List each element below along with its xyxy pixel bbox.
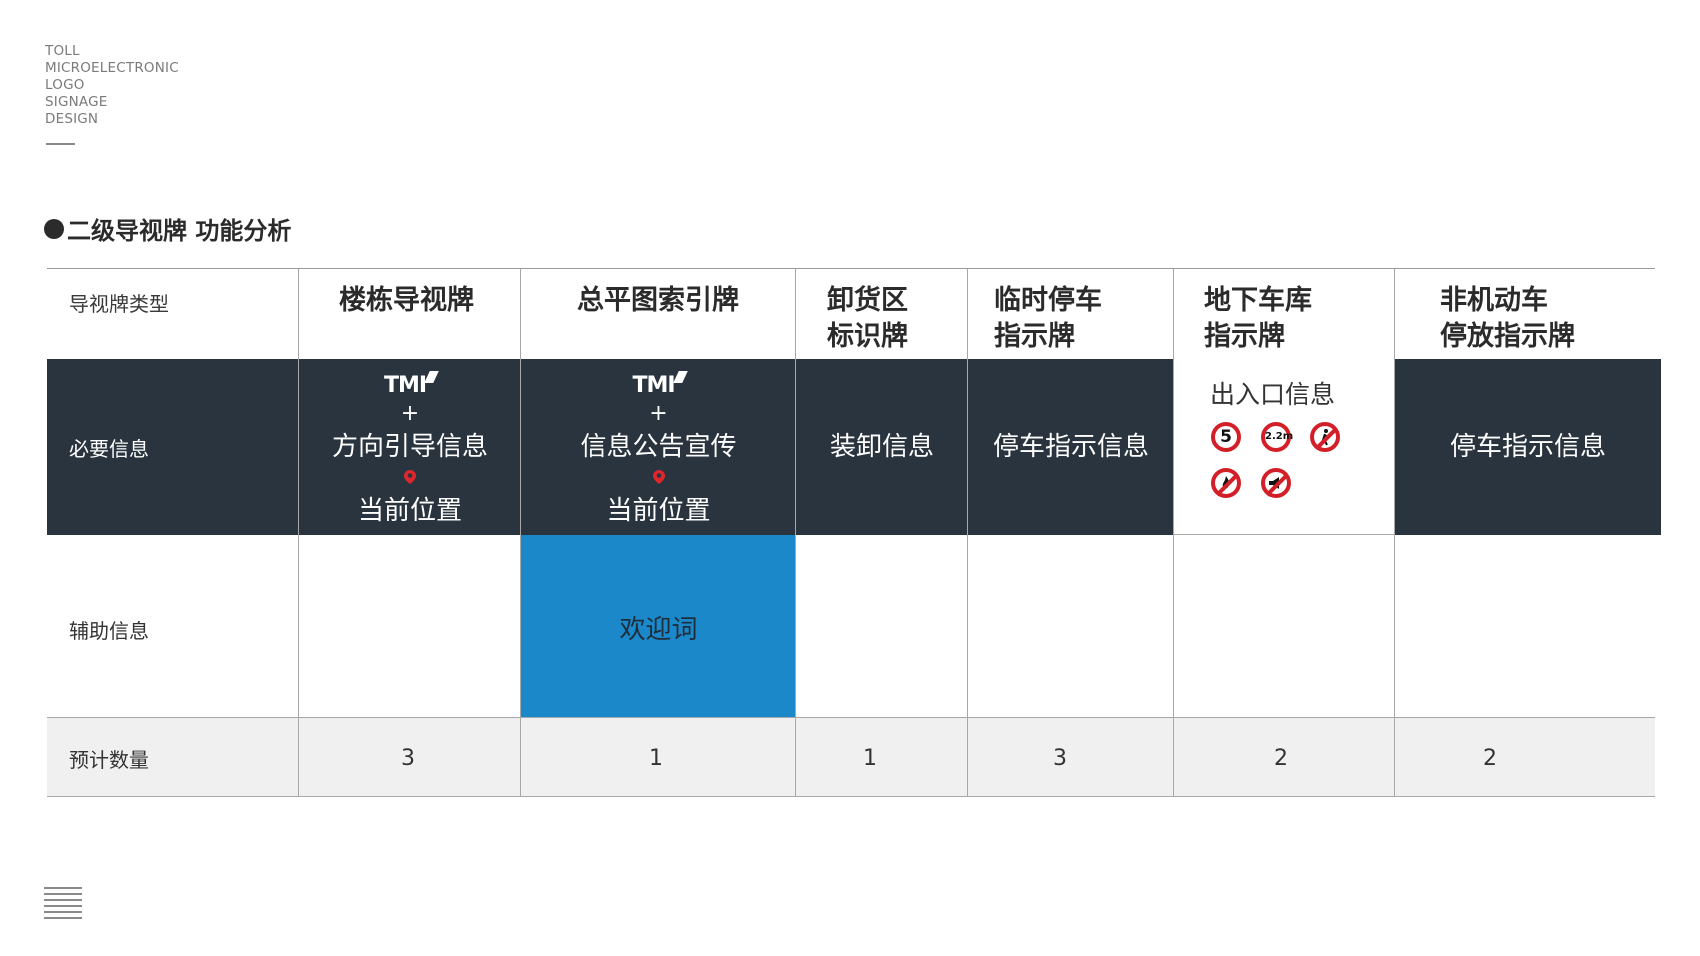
grid-line xyxy=(298,269,299,797)
count-value-2: 1 xyxy=(649,746,663,771)
aux-label: 辅助信息 xyxy=(69,619,149,643)
column-title-6: 非机动车停放指示牌 xyxy=(1440,285,1575,352)
welcome-cell: 欢迎词 xyxy=(521,535,796,717)
required-cell-5: 出入口信息 5 2.2m xyxy=(1174,359,1395,535)
brand-line-1: TOLL xyxy=(45,43,80,59)
no-fire-icon xyxy=(1211,468,1241,498)
section-title: 二级导视牌 功能分析 xyxy=(44,211,291,246)
grid-line xyxy=(795,269,796,797)
brand-divider xyxy=(46,143,75,145)
no-horn-icon xyxy=(1261,468,1291,498)
required-cell-3: 装卸信息 xyxy=(796,359,968,535)
column-title-5: 地下车库指示牌 xyxy=(1204,285,1312,352)
brand-block: TOLL MICROELECTRONIC LOGO SIGNAGE DESIGN xyxy=(45,43,179,128)
brand-line-5: DESIGN xyxy=(45,111,99,127)
row-header-label: 导视牌类型 xyxy=(69,292,169,316)
entrance-info-text: 出入口信息 xyxy=(1210,380,1336,409)
count-value-3: 1 xyxy=(863,746,877,771)
direction-info-text: 方向引导信息 xyxy=(331,432,488,462)
count-value-1: 3 xyxy=(401,746,415,771)
column-title-3: 卸货区标识牌 xyxy=(827,285,908,352)
location-pin-icon xyxy=(299,469,521,488)
required-info-row: 必要信息 TMI + 方向引导信息 当前位置 TMI + 信息公告宣传 当前位置… xyxy=(47,359,1661,535)
current-location-text: 当前位置 xyxy=(606,496,711,526)
menu-icon[interactable] xyxy=(44,887,82,923)
height-limit-icon: 2.2m xyxy=(1261,422,1293,452)
bike-parking-info-text: 停车指示信息 xyxy=(1449,432,1606,462)
count-value-6: 2 xyxy=(1483,746,1497,771)
brand-line-3: LOGO xyxy=(45,77,85,93)
column-title-2: 总平图索引牌 xyxy=(577,285,739,316)
grid-line xyxy=(1394,269,1395,797)
speed-limit-5-icon: 5 xyxy=(1211,422,1241,452)
required-cell-1: TMI + 方向引导信息 当前位置 xyxy=(299,359,521,535)
count-value-5: 2 xyxy=(1274,746,1288,771)
section-title-text: 二级导视牌 功能分析 xyxy=(67,217,292,245)
plus-sign: + xyxy=(400,401,420,426)
brand-line-2: MICROELECTRONIC xyxy=(45,60,179,76)
column-title-1: 楼栋导视牌 xyxy=(339,285,474,316)
header-row: 导视牌类型 楼栋导视牌 总平图索引牌 卸货区标识牌 临时停车指示牌 地下车库指示… xyxy=(47,269,1655,359)
required-cell-2: TMI + 信息公告宣传 当前位置 xyxy=(521,359,796,535)
location-pin-icon xyxy=(521,469,796,488)
count-row: 预计数量 3 1 1 3 2 2 xyxy=(47,717,1655,797)
no-pedestrian-icon xyxy=(1310,422,1340,452)
plus-sign: + xyxy=(649,401,668,426)
announcement-info-text: 信息公告宣传 xyxy=(580,432,737,462)
grid-line xyxy=(520,269,521,797)
welcome-text: 欢迎词 xyxy=(619,615,698,645)
bullet-icon xyxy=(44,218,64,239)
required-label-cell: 必要信息 xyxy=(47,359,299,535)
aux-info-row: 辅助信息 欢迎词 xyxy=(47,535,1655,717)
grid-line xyxy=(1173,269,1174,797)
count-label: 预计数量 xyxy=(69,748,149,772)
required-label: 必要信息 xyxy=(69,437,149,461)
tmi-logo: TMI xyxy=(299,371,521,398)
parking-info-text: 停车指示信息 xyxy=(992,432,1149,462)
tmi-logo: TMI xyxy=(521,371,796,398)
grid-line xyxy=(967,269,968,797)
function-analysis-table: 导视牌类型 楼栋导视牌 总平图索引牌 卸货区标识牌 临时停车指示牌 地下车库指示… xyxy=(47,268,1661,797)
unloading-info-text: 装卸信息 xyxy=(829,432,934,462)
brand-line-4: SIGNAGE xyxy=(45,94,108,110)
count-value-4: 3 xyxy=(1053,746,1067,771)
column-title-4: 临时停车指示牌 xyxy=(994,285,1102,352)
required-cell-6: 停车指示信息 xyxy=(1395,359,1661,535)
required-cell-4: 停车指示信息 xyxy=(968,359,1174,535)
current-location-text: 当前位置 xyxy=(357,496,462,526)
